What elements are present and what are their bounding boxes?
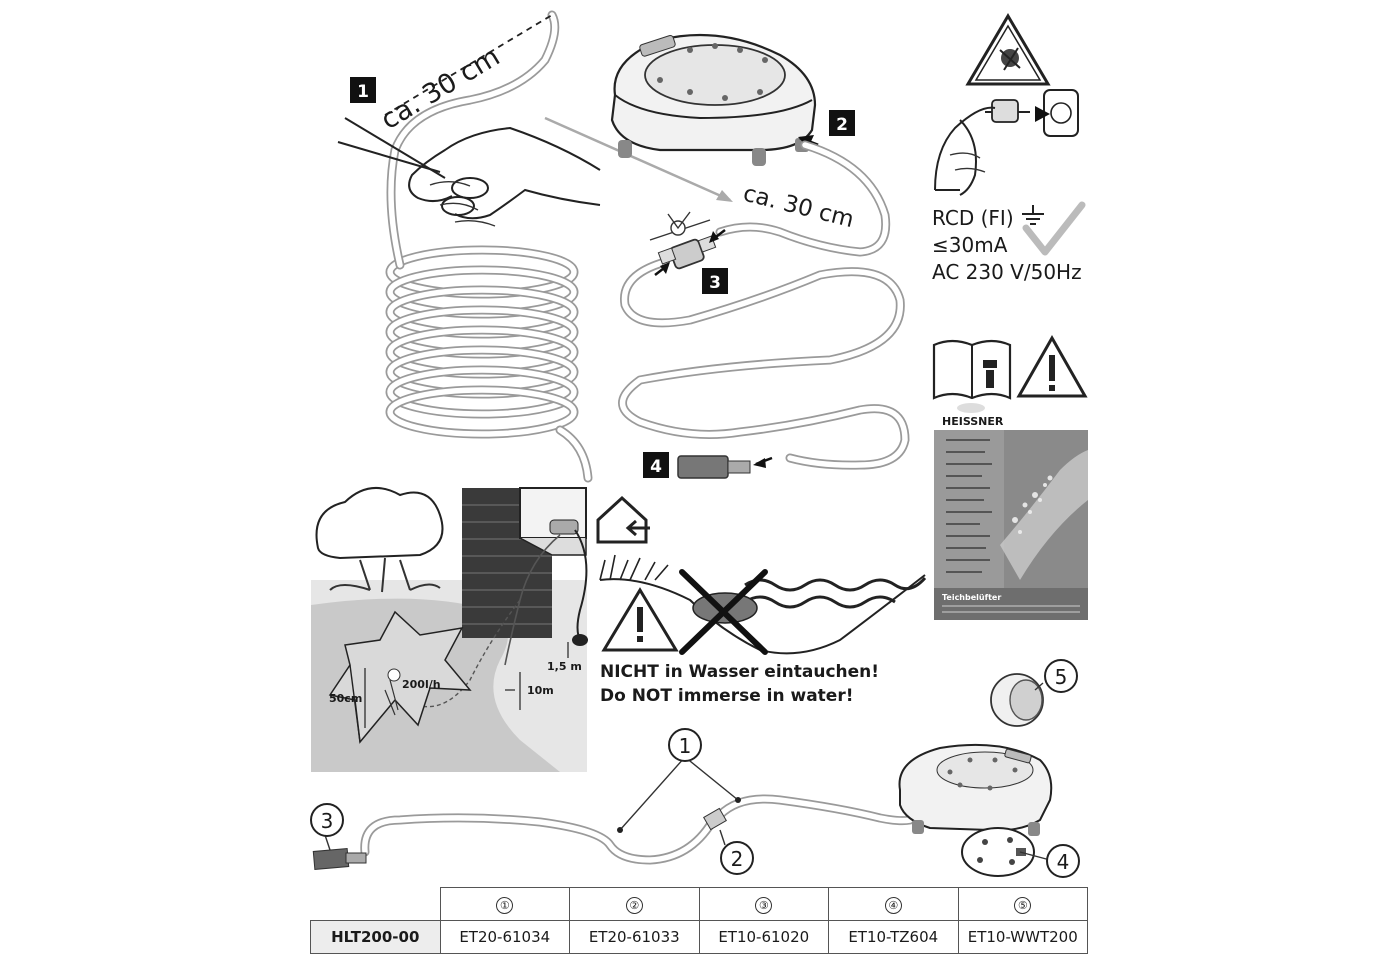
step-badge-4 xyxy=(643,452,669,478)
pump-base-part xyxy=(961,827,1035,877)
cut-length-label: ca. 30 cm xyxy=(376,41,506,136)
plants xyxy=(599,554,669,581)
svg-text:2: 2 xyxy=(731,847,744,871)
table-header-4: ④ xyxy=(828,887,959,921)
voltage-label: AC 230 V/50Hz xyxy=(932,260,1082,284)
pump-part xyxy=(898,743,1053,836)
flow-rate-label: 200l/h xyxy=(402,678,441,691)
house-indoor-icon xyxy=(596,495,650,544)
checkmark-icon xyxy=(1022,201,1086,256)
callout-3 xyxy=(310,803,344,837)
filter-part xyxy=(990,673,1044,727)
hand-icon xyxy=(408,126,601,227)
callout-1 xyxy=(668,728,702,762)
step-badge-3 xyxy=(702,268,728,294)
table-corner xyxy=(310,887,441,921)
svg-text:1: 1 xyxy=(679,734,692,758)
parts-table: ① ② ③ ④ ⑤ HLT200-00 ET20-61034 ET20-6103… xyxy=(310,887,1088,954)
manual-cover: HEISSNER Teichbelüfter xyxy=(934,403,1088,620)
rcd-label: RCD (FI) xyxy=(932,206,1014,230)
warning-electric-icon xyxy=(999,47,1021,71)
step-badge-3-label: 3 xyxy=(709,273,721,293)
table-header-2: ② xyxy=(569,887,700,921)
no-immerse-icon xyxy=(679,569,768,655)
manual-book-icon xyxy=(932,339,1012,400)
hose-coil xyxy=(385,10,593,483)
air-pump xyxy=(610,33,817,166)
svg-text:4: 4 xyxy=(1057,850,1070,874)
step-3-check-valve: 3 xyxy=(618,211,910,470)
earth-ground-icon xyxy=(1022,205,1044,225)
snow-bush xyxy=(315,486,444,593)
air-stone xyxy=(677,455,751,479)
warning-german: NICHT in Wasser eintauchen! xyxy=(600,662,879,682)
current-label: ≤30mA xyxy=(932,233,1008,257)
pond-depth-label: 50cm xyxy=(329,692,362,705)
model-number: HLT200-00 xyxy=(310,920,441,954)
manual-brand: HEISSNER xyxy=(942,415,1004,428)
warning-english: Do NOT immerse in water! xyxy=(600,686,853,706)
step-badge-2-label: 2 xyxy=(836,115,848,135)
part-code-3: ET10-61020 xyxy=(698,920,829,954)
house-wall xyxy=(462,487,588,646)
air-stone-part xyxy=(312,848,367,870)
warning-icon xyxy=(1016,334,1088,398)
step-badge-1 xyxy=(350,77,376,103)
parts-overview: 1 2 3 4 5 xyxy=(310,659,1080,878)
step-1-cut-hose: ca. 30 cm 1 xyxy=(337,10,733,483)
part-code-5: ET10-WWT200 xyxy=(957,920,1088,954)
info-icon xyxy=(983,360,997,388)
part-code-4: ET10-TZ604 xyxy=(828,920,959,954)
callout-4 xyxy=(1046,844,1080,878)
warning-triangle-icon xyxy=(601,587,679,652)
check-valve-part xyxy=(703,807,727,831)
immersion-warning: NICHT in Wasser eintauchen! Do NOT immer… xyxy=(596,495,927,706)
height-label: 1,5 m xyxy=(547,660,582,673)
callout-5 xyxy=(1044,659,1078,693)
part-code-2: ET20-61033 xyxy=(569,920,700,954)
scissors-icon xyxy=(337,117,489,216)
step-4-air-stone: 4 xyxy=(643,452,773,479)
step-badge-1-label: 1 xyxy=(357,82,369,102)
check-valve xyxy=(657,235,717,270)
manual-section: HEISSNER Teichbelüfter xyxy=(932,334,1088,620)
svg-text:5: 5 xyxy=(1055,665,1068,689)
parts-table-row: HLT200-00 ET20-61034 ET20-61033 ET10-610… xyxy=(310,920,1088,954)
table-header-3: ③ xyxy=(698,887,829,921)
table-header-1: ① xyxy=(439,887,570,921)
step-badge-2 xyxy=(829,110,855,136)
electrical-safety: RCD (FI) ≤30mA AC 230 V/50Hz xyxy=(932,13,1086,284)
svg-text:3: 3 xyxy=(321,809,334,833)
step-2-connect-pump: 2 ca. 30 cm xyxy=(610,33,891,257)
step-badge-4-label: 4 xyxy=(650,457,662,477)
manual-cover-title: Teichbelüfter xyxy=(942,593,1001,602)
table-header-5: ⑤ xyxy=(957,887,1088,921)
parts-table-header-row: ① ② ③ ④ ⑤ xyxy=(310,887,1088,921)
distance-label: 10m xyxy=(527,684,554,697)
callout-2 xyxy=(720,841,754,875)
valve-symbol xyxy=(649,211,711,241)
garden-installation-scene: 50cm 200l/h 10m 1,5 m xyxy=(311,486,588,772)
plug-socket-icon xyxy=(934,89,1079,196)
part-code-1: ET20-61034 xyxy=(439,920,570,954)
